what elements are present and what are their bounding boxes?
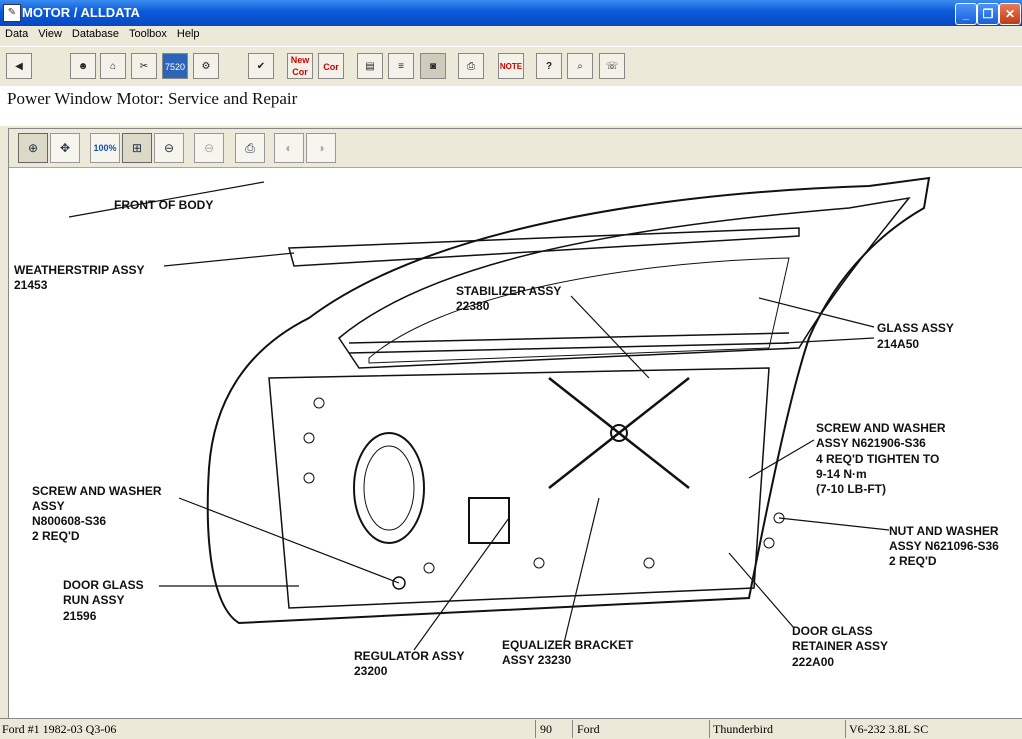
label-weatherstrip: WEATHERSTRIP ASSY [14, 263, 144, 277]
next-image-icon: ◑ [306, 133, 336, 163]
image-view-icon[interactable]: ◙ [420, 53, 446, 79]
gear-clock-icon[interactable]: ⚙ [193, 53, 219, 79]
status-bar: Ford #1 1982-03 Q3-06 90 Ford Thunderbir… [0, 718, 1022, 739]
label-glass-part: 214A50 [877, 337, 919, 351]
home-icon[interactable]: ⌂ [100, 53, 126, 79]
text-view-icon[interactable]: ≡ [388, 53, 414, 79]
label-screw-right-4: 9-14 N·m [816, 467, 867, 481]
label-regulator-part: 23200 [354, 664, 388, 678]
label-equalizer: EQUALIZER BRACKET [502, 638, 634, 652]
label-nut-1: NUT AND WASHER [889, 524, 999, 538]
label-run-2: RUN ASSY [63, 593, 125, 607]
label-nut-3: 2 REQ'D [889, 554, 937, 568]
code-button[interactable]: 7520 [162, 53, 188, 79]
help-icon[interactable]: ? [536, 53, 562, 79]
zoom-100-button[interactable]: 100% [90, 133, 120, 163]
main-toolbar: ◀ ☻ ⌂ ✂ 7520 ⚙ ✔ New Cor Cor ▤ ≡ ◙ ⎙ NOT… [0, 46, 1022, 88]
label-glass: GLASS ASSY [877, 321, 954, 335]
label-screw-right-1: SCREW AND WASHER [816, 421, 946, 435]
glass-panel [368, 257, 790, 364]
search-icon[interactable]: ⌕ [567, 53, 593, 79]
menu-bar: Data View Database Toolbox Help [0, 26, 1022, 44]
split-view-icon[interactable]: ▤ [357, 53, 383, 79]
status-year: 90 [540, 722, 552, 736]
close-button[interactable]: ✕ [999, 3, 1021, 25]
status-model: Thunderbird [713, 722, 773, 736]
label-screw-right-5: (7-10 LB-FT) [816, 482, 886, 496]
back-cor-button[interactable]: Cor [318, 53, 344, 79]
menu-toolbox[interactable]: Toolbox [129, 28, 167, 40]
zoom-in-tool-icon[interactable]: ⊕ [18, 133, 48, 163]
label-screw-left-3: N800608-S36 [32, 514, 106, 528]
label-weatherstrip-part: 21453 [14, 278, 48, 292]
viewer-print-icon[interactable]: ⎙ [235, 133, 265, 163]
status-database: Ford #1 1982-03 Q3-06 [2, 722, 117, 736]
label-stabilizer: STABILIZER ASSY [456, 284, 561, 298]
prev-image-icon: ◐ [274, 133, 304, 163]
label-stabilizer-part: 22380 [456, 299, 490, 313]
label-screw-right-2: ASSY N621906-S36 [816, 436, 926, 450]
label-run-3: 21596 [63, 609, 97, 623]
label-run-1: DOOR GLASS [63, 578, 144, 592]
new-cor-button[interactable]: New Cor [287, 53, 313, 79]
label-retainer-1: DOOR GLASS [792, 624, 873, 638]
note-button[interactable]: NOTE [498, 53, 524, 79]
menu-view[interactable]: View [38, 28, 62, 40]
vehicle-select-icon[interactable]: ☻ [70, 53, 96, 79]
page-header: Power Window Motor: Service and Repair [0, 86, 1022, 126]
label-screw-left-4: 2 REQ'D [32, 529, 80, 543]
label-equalizer-part: ASSY 23230 [502, 653, 571, 667]
label-retainer-3: 222A00 [792, 655, 834, 669]
label-regulator: REGULATOR ASSY [354, 649, 464, 663]
zoom-width-icon[interactable]: ⊖ [154, 133, 184, 163]
label-retainer-2: RETAINER ASSY [792, 639, 888, 653]
pan-tool-icon[interactable]: ✥ [50, 133, 80, 163]
maximize-button[interactable]: ❐ [977, 3, 999, 25]
motor [468, 497, 510, 544]
menu-database[interactable]: Database [71, 28, 119, 40]
zoom-out-icon: ⊖ [194, 133, 224, 163]
image-viewer: ⊕ ✥ 100% ⊞ ⊖ ⊖ ⎙ ◐ ◑ [8, 128, 1022, 719]
zoom-fit-icon[interactable]: ⊞ [122, 133, 152, 163]
back-button[interactable]: ◀ [6, 53, 32, 79]
door-diagram: FRONT OF BODY WEATHERSTRIP ASSY 21453 ST… [14, 176, 999, 678]
window-title: MOTOR / ALLDATA [22, 5, 140, 20]
window-opening [338, 196, 911, 369]
checklist-icon[interactable]: ✔ [248, 53, 274, 79]
label-screw-left-1: SCREW AND WASHER [32, 484, 162, 498]
label-screw-left-2: ASSY [32, 499, 65, 513]
title-bar: ✎ MOTOR / ALLDATA _ ❐ ✕ [0, 0, 1022, 26]
minimize-button[interactable]: _ [955, 3, 977, 25]
status-make: Ford [577, 722, 600, 736]
label-front-of-body: FRONT OF BODY [114, 198, 213, 212]
door-outline [206, 176, 931, 625]
tools-icon[interactable]: ✂ [131, 53, 157, 79]
menu-help[interactable]: Help [176, 28, 200, 40]
print-icon[interactable]: ⎙ [458, 53, 484, 79]
speaker-opening [353, 432, 425, 544]
fax-icon[interactable]: ☏ [599, 53, 625, 79]
weatherstrip [288, 227, 800, 267]
page-title: Power Window Motor: Service and Repair [7, 89, 298, 108]
menu-data[interactable]: Data [5, 28, 29, 40]
status-engine: V6-232 3.8L SC [849, 722, 929, 736]
app-icon: ✎ [3, 4, 21, 22]
label-screw-right-3: 4 REQ'D TIGHTEN TO [816, 452, 939, 466]
inner-panel [268, 367, 770, 609]
label-nut-2: ASSY N621096-S36 [889, 539, 999, 553]
viewer-toolbar: ⊕ ✥ 100% ⊞ ⊖ ⊖ ⎙ ◐ ◑ [9, 129, 1022, 168]
